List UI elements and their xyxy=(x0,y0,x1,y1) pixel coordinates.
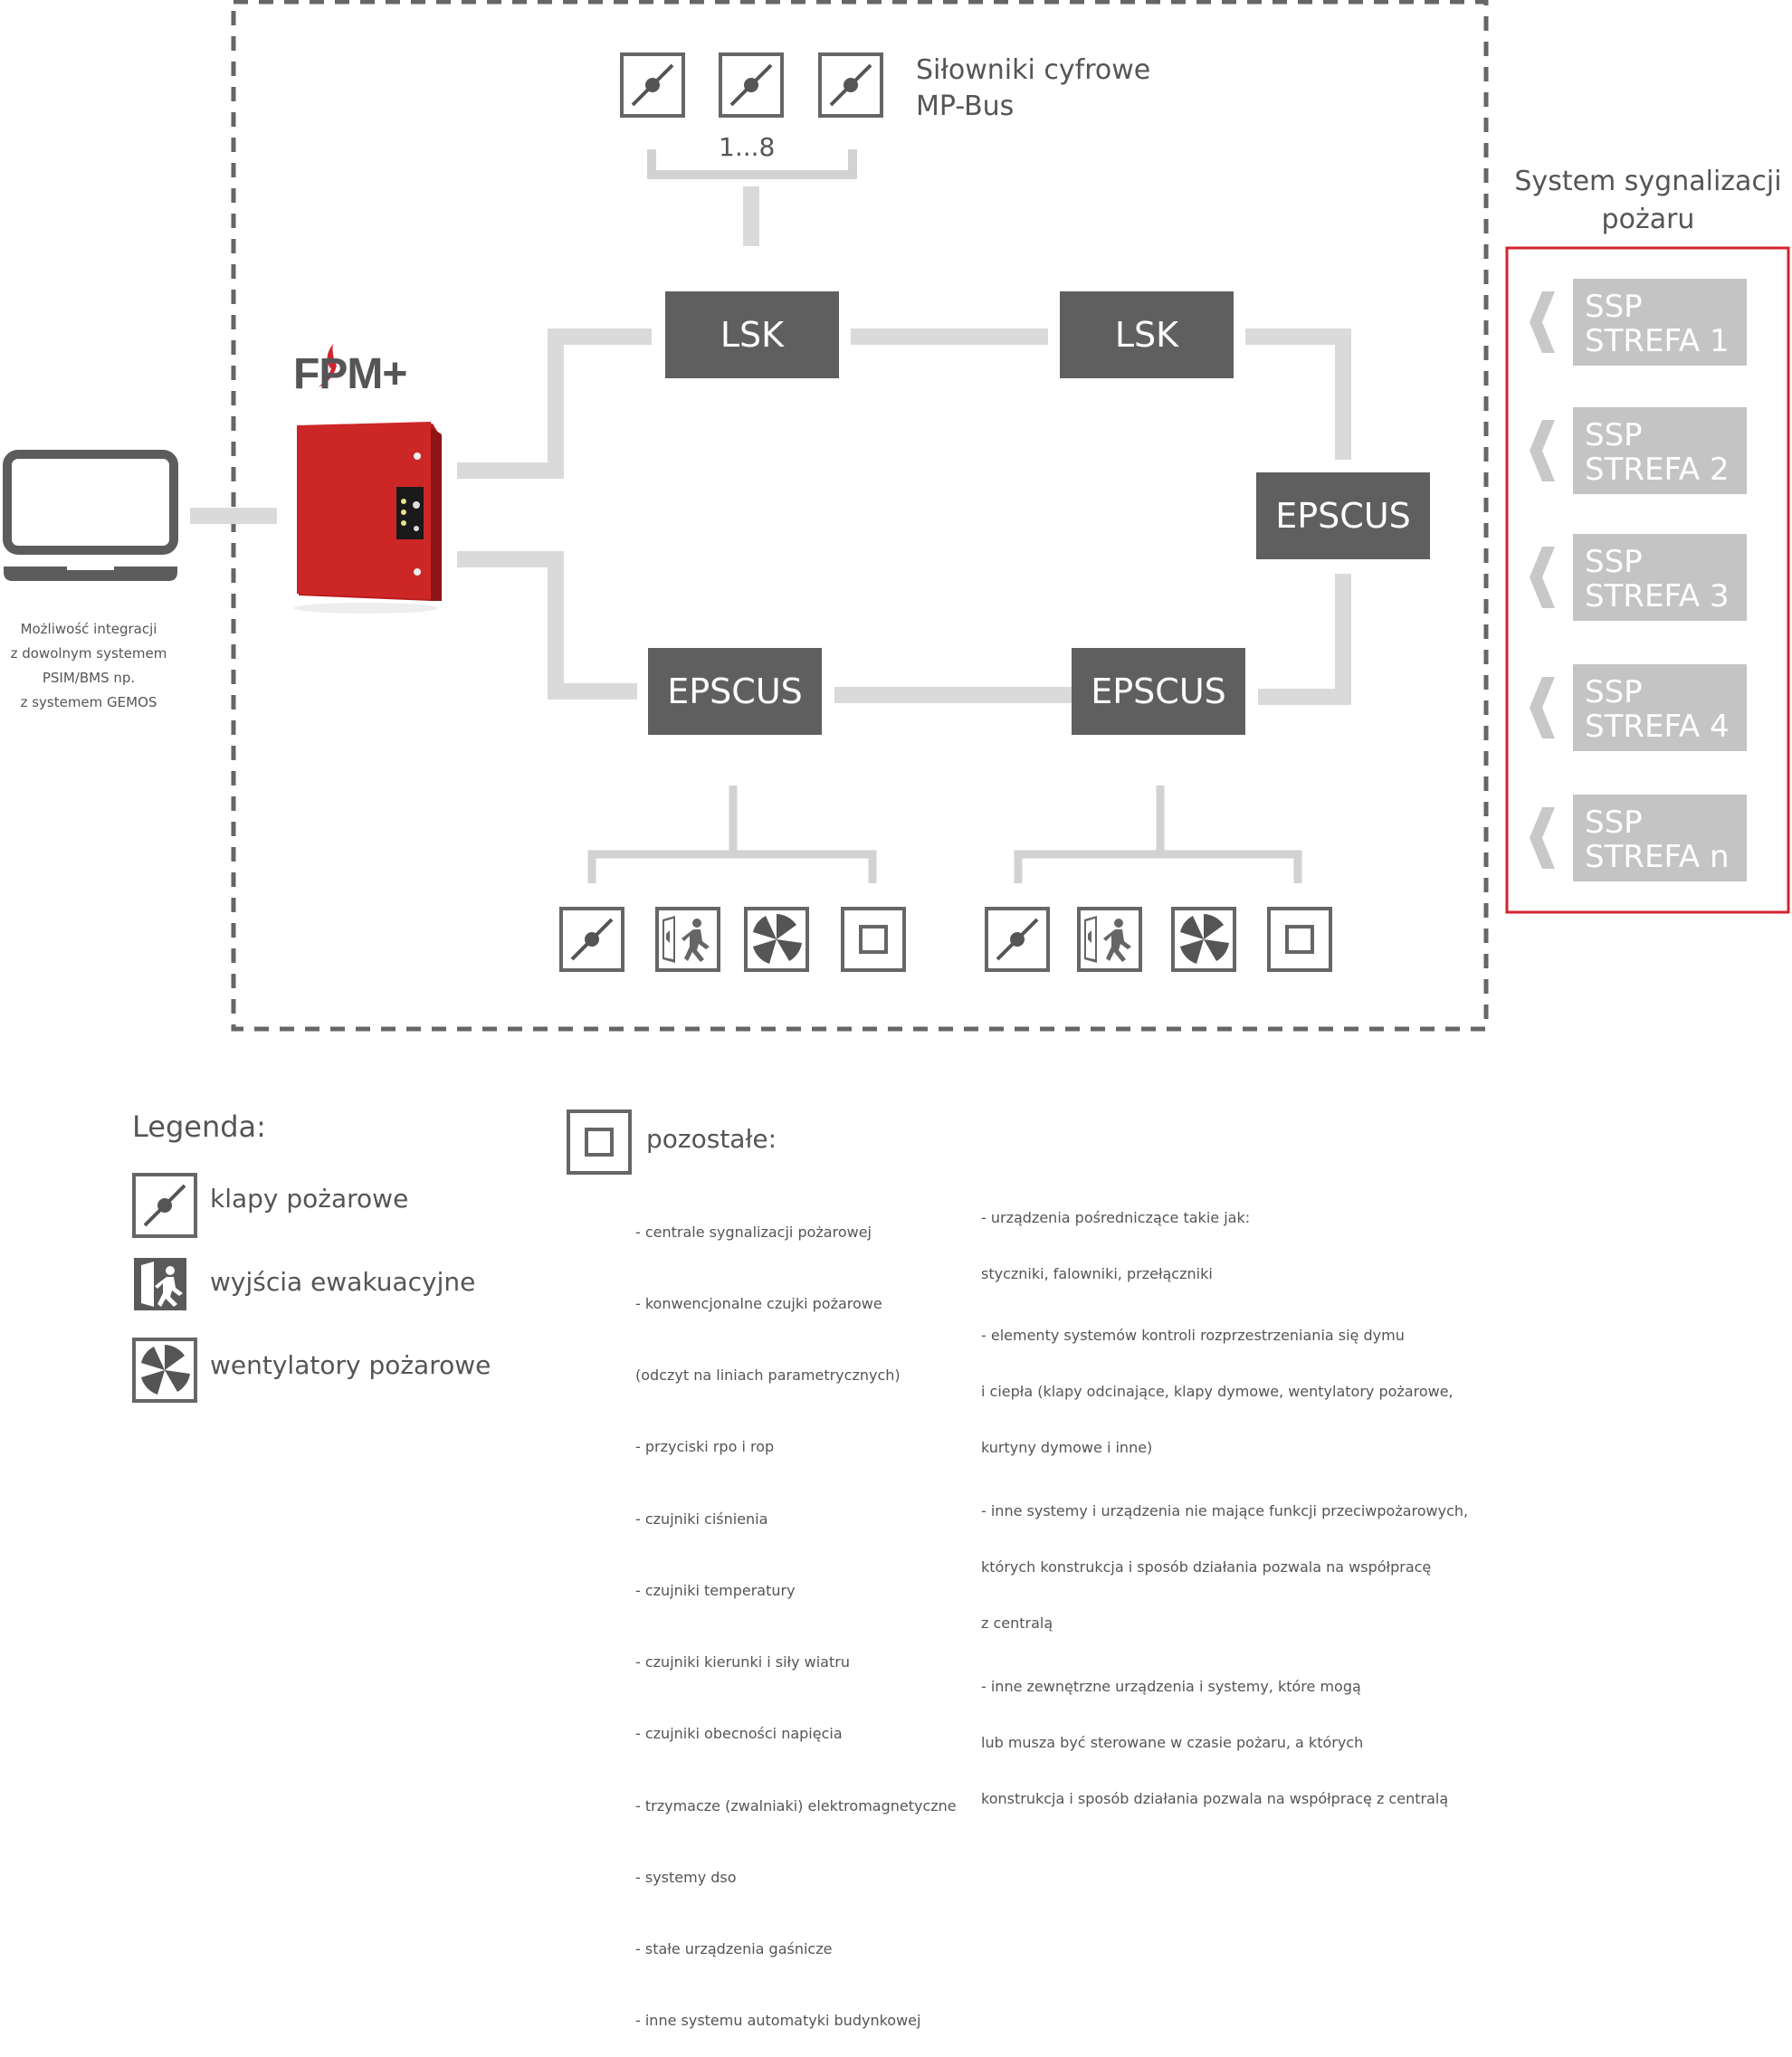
legend-other-list-left: - centrale sygnalizacji pożarowej - konw… xyxy=(635,1173,957,2057)
device-brackets xyxy=(587,786,1302,883)
actuators-title-line2: MP-Bus xyxy=(916,90,1015,122)
fire-system-title: System sygnalizacji pożaru xyxy=(1510,163,1787,239)
emergency-exit-icon xyxy=(655,907,720,972)
pc-caption-line2: z dowolnym systemem xyxy=(10,645,167,662)
actuators-title: Siłowniki cyfrowe MP-Bus xyxy=(916,52,1150,125)
control-panel xyxy=(396,487,424,539)
pc-caption-line4: z systemem GEMOS xyxy=(20,694,157,710)
ssp-zone-4: SSP STREFA 4 xyxy=(1573,664,1747,751)
controller-cabinet xyxy=(293,422,442,614)
mpbus-actuator-icon xyxy=(818,52,883,118)
legend-damper-icon xyxy=(132,1173,197,1238)
other-item: - czujniki obecności napięcia xyxy=(635,1725,843,1743)
other-item: - konwencjonalne czujki pożarowe xyxy=(635,1295,882,1313)
other-item: i ciepła (klapy odcinające, klapy dymowe… xyxy=(981,1383,1454,1400)
other-item: - stałe urządzenia gaśnicze xyxy=(635,1940,833,1957)
pc-integration-caption: Możliwość integracji z dowolnym systemem… xyxy=(0,617,177,715)
controller-logo: FPM+ xyxy=(293,350,407,398)
node-lsk-right: LSK xyxy=(1060,291,1234,378)
other-item: - trzymacze (zwalniaki) elektromagnetycz… xyxy=(635,1796,957,1814)
fire-damper-icon xyxy=(985,907,1050,972)
other-item: - inne systemu automatyki budynkowej xyxy=(635,2012,921,2030)
ssp-zone-4-line1: SSP xyxy=(1585,674,1643,710)
other-item: - inne zewnętrzne urządzenia i systemy, … xyxy=(981,1678,1361,1695)
legend-title: Legenda: xyxy=(132,1109,266,1144)
pc-caption-line3: PSIM/BMS np. xyxy=(42,670,136,686)
ssp-zone-2-line1: SSP xyxy=(1585,417,1643,453)
system-diagram xyxy=(3,0,1790,1403)
other-item: - centrale sygnalizacji pożarowej xyxy=(635,1223,872,1241)
other-item: lub musza być sterowane w czasie pożaru,… xyxy=(981,1734,1364,1751)
emergency-exit-icon xyxy=(1077,907,1142,972)
other-device-icon xyxy=(841,907,906,972)
fire-system-title-line2: pożaru xyxy=(1601,204,1695,235)
node-epscus-bottom-left: EPSCUS xyxy=(648,648,822,735)
actuators-title-line1: Siłowniki cyfrowe xyxy=(916,54,1151,86)
other-item: - czujniki ciśnienia xyxy=(635,1509,768,1528)
legend-fans-label: wentylatory pożarowe xyxy=(210,1350,491,1380)
ssp-zone-1: SSP STREFA 1 xyxy=(1573,279,1747,366)
node-epscus-bottom-right: EPSCUS xyxy=(1072,648,1245,735)
fire-system-title-line1: System sygnalizacji xyxy=(1514,166,1782,197)
fire-damper-icon xyxy=(559,907,624,972)
ssp-zone-n-line2: STREFA n xyxy=(1585,839,1730,875)
fire-system-frame xyxy=(1505,246,1790,914)
mpbus-actuator-icon xyxy=(620,52,685,118)
other-item: - systemy dso xyxy=(635,1868,737,1886)
legend-other-title: pozostałe: xyxy=(646,1124,777,1154)
other-device-icon xyxy=(1267,907,1332,972)
other-item: z centralą xyxy=(981,1614,1053,1632)
ssp-zone-2: SSP STREFA 2 xyxy=(1573,407,1747,494)
other-item: kurtyny dymowe i inne) xyxy=(981,1439,1153,1456)
ssp-zone-2-line2: STREFA 2 xyxy=(1585,452,1730,488)
actuators-count: 1...8 xyxy=(719,132,776,162)
ssp-zone-4-line2: STREFA 4 xyxy=(1585,709,1730,745)
actuator-bracket xyxy=(647,149,857,179)
other-item: styczniki, falowniki, przełączniki xyxy=(981,1265,1213,1282)
laptop-icon xyxy=(3,450,178,581)
other-item: konstrukcja i sposób działania pozwala n… xyxy=(981,1790,1449,1807)
legend-other-icon xyxy=(567,1109,632,1175)
legend-fan-icon xyxy=(132,1338,197,1403)
fire-fan-icon xyxy=(744,907,809,972)
ssp-zone-3: SSP STREFA 3 xyxy=(1573,534,1747,621)
node-lsk-left: LSK xyxy=(665,291,839,378)
node-epscus-right: EPSCUS xyxy=(1256,472,1430,559)
fire-fan-icon xyxy=(1171,907,1236,972)
other-item: - czujniki kierunki i siły wiatru xyxy=(635,1653,850,1671)
ssp-zone-n: SSP STREFA n xyxy=(1573,795,1747,881)
legend-exit-icon xyxy=(134,1258,186,1310)
other-item: których konstrukcja i sposób działania p… xyxy=(981,1558,1432,1576)
ssp-zone-n-line1: SSP xyxy=(1585,805,1643,841)
zone-chevrons xyxy=(1530,291,1555,869)
legend-exits-label: wyjścia ewakuacyjne xyxy=(210,1267,476,1297)
ssp-zone-3-line2: STREFA 3 xyxy=(1585,578,1730,614)
other-item: - inne systemy i urządzenia nie mające f… xyxy=(981,1502,1469,1519)
mpbus-actuator-icon xyxy=(719,52,784,118)
ssp-zone-3-line1: SSP xyxy=(1585,544,1643,580)
ssp-zone-1-line2: STREFA 1 xyxy=(1585,323,1730,359)
other-item: - przyciski rpo i rop xyxy=(635,1438,775,1456)
logo-flame-icon xyxy=(319,344,337,387)
other-item: - urządzenia pośredniczące takie jak: xyxy=(981,1209,1251,1226)
other-item: - czujniki temperatury xyxy=(635,1581,796,1599)
pc-caption-line1: Możliwość integracji xyxy=(20,621,157,637)
other-item: - elementy systemów kontroli rozprzestrz… xyxy=(981,1327,1405,1344)
other-item: (odczyt na liniach parametrycznych) xyxy=(635,1367,901,1385)
bus-lines xyxy=(190,186,1351,705)
legend-other-list-right: - urządzenia pośredniczące takie jak: st… xyxy=(981,1173,1468,1827)
legend-dampers-label: klapy pożarowe xyxy=(210,1184,409,1214)
ssp-zone-1-line1: SSP xyxy=(1585,289,1643,325)
